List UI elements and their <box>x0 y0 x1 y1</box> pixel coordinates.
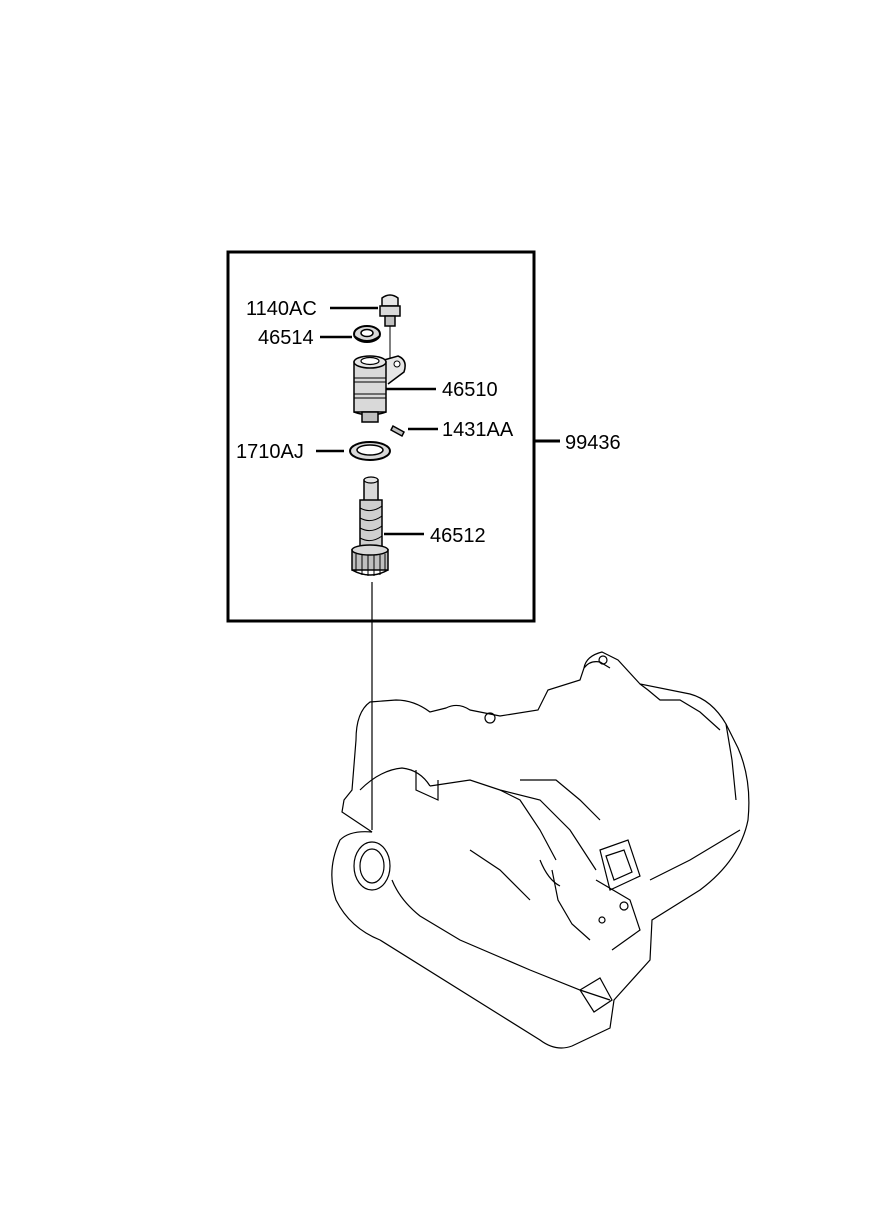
label-1140ac: 1140AC <box>246 298 317 320</box>
bolt-part <box>379 294 401 360</box>
transmission-housing <box>331 651 750 1049</box>
label-46510: 46510 <box>442 379 498 401</box>
pin-part <box>390 424 405 438</box>
label-46512: 46512 <box>430 525 486 547</box>
sleeve-part <box>353 355 406 423</box>
oring-part <box>353 325 381 343</box>
assembly-box <box>226 250 536 623</box>
gear-shaft-part <box>351 476 389 576</box>
label-99436: 99436 <box>565 432 621 454</box>
label-1710aj: 1710AJ <box>236 441 304 463</box>
label-1431aa: 1431AA <box>442 419 514 441</box>
label-46514: 46514 <box>258 327 314 349</box>
gasket-part <box>349 441 391 461</box>
